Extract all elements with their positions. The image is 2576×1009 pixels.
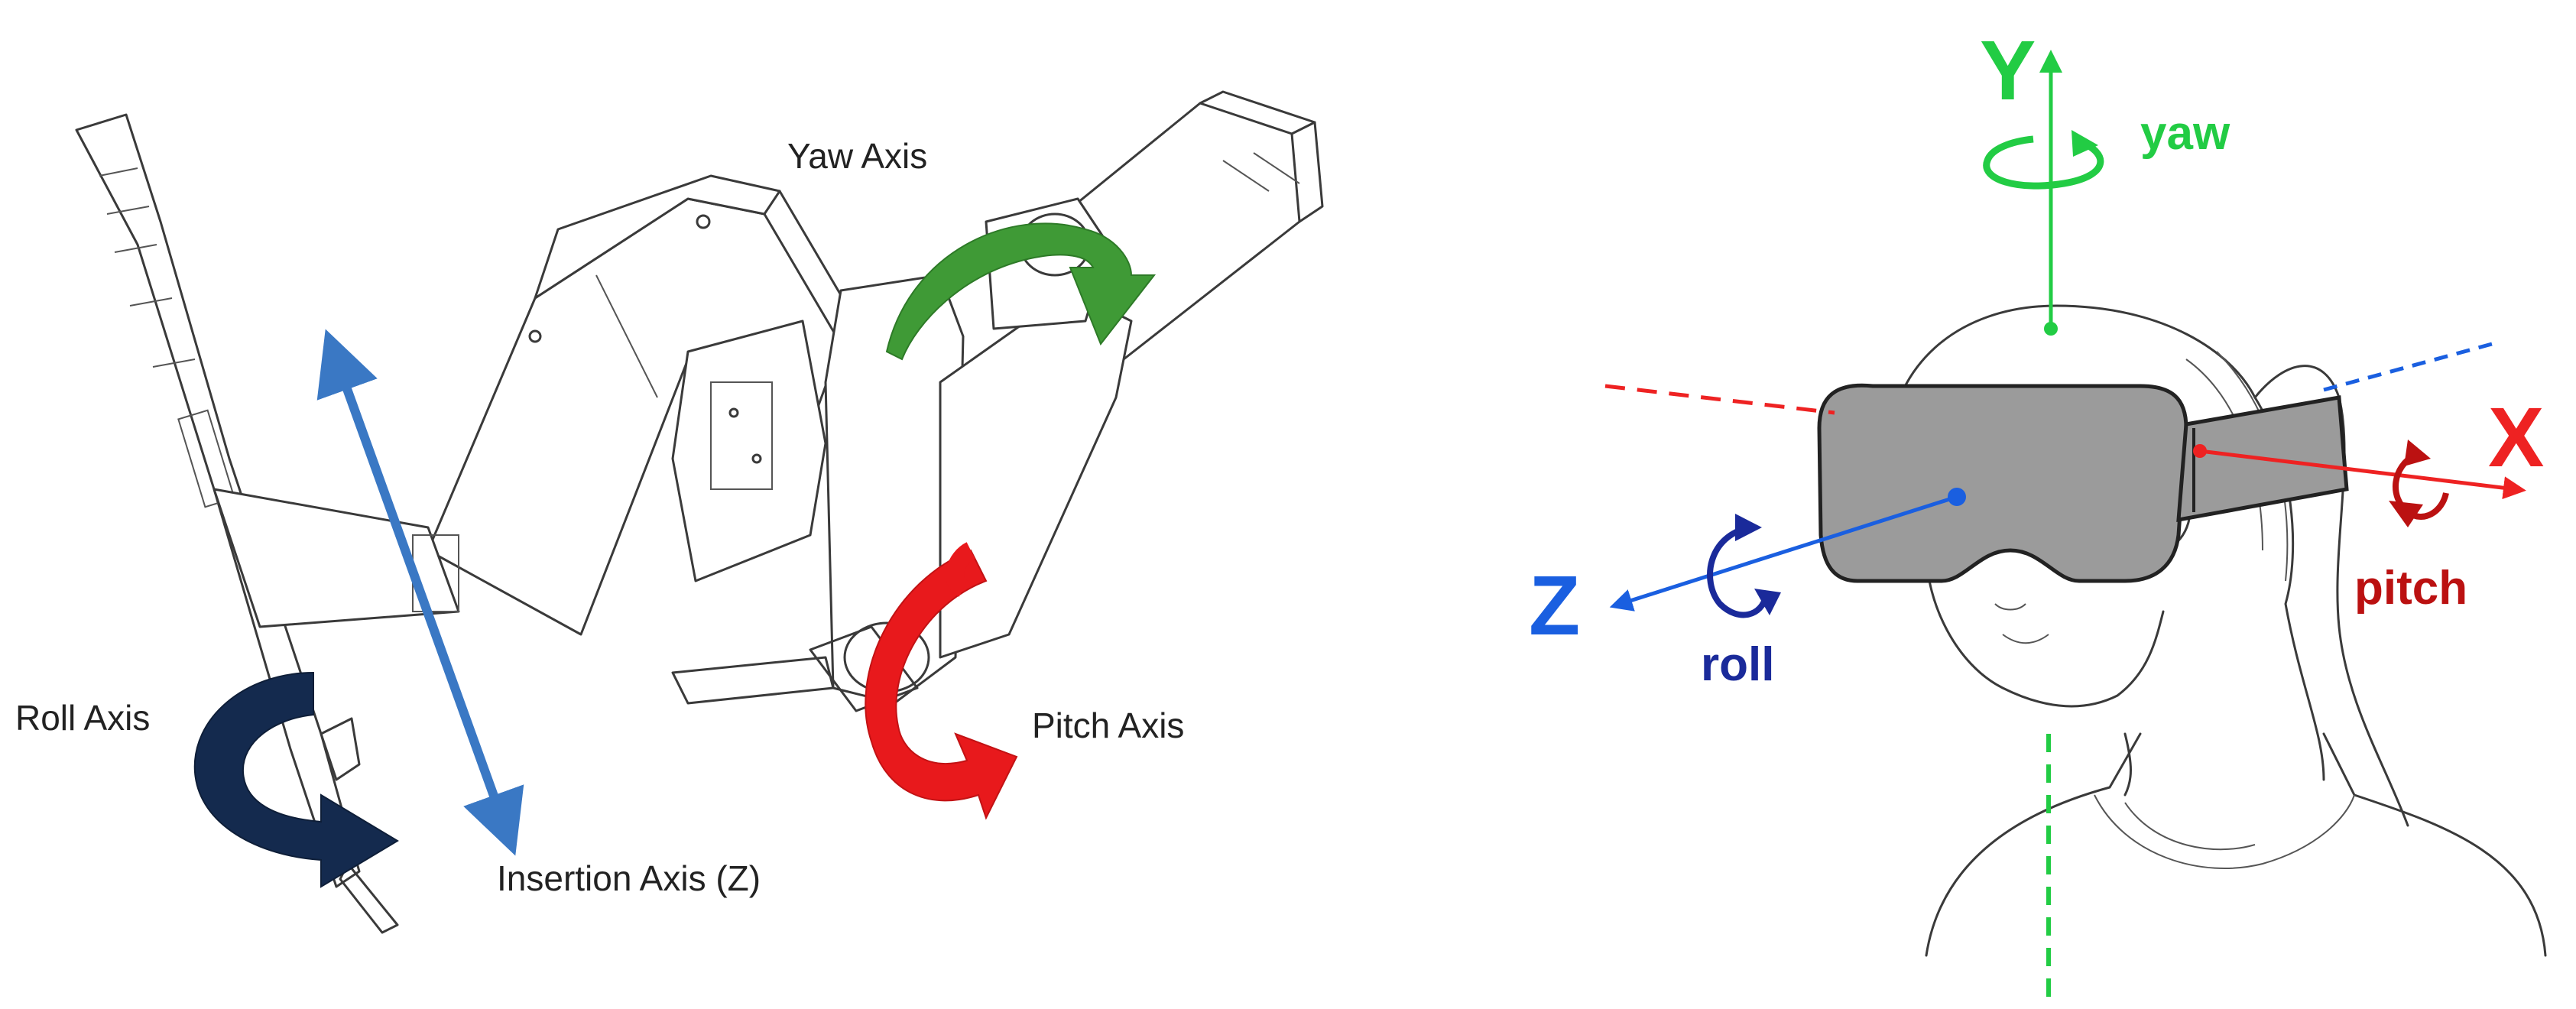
robot-center-link	[671, 274, 965, 705]
yaw-label: yaw	[2140, 107, 2230, 160]
pitch-arrow	[865, 549, 1018, 820]
roll-axis-label: Roll Axis	[15, 698, 150, 738]
insertion-axis-arrow	[316, 329, 524, 856]
x-axis-dashed-line-left	[1604, 384, 1835, 415]
vr-headset-figure: Y X Z yaw pitch roll	[1529, 24, 2547, 1009]
pitch-axis-label: Pitch Axis	[1032, 706, 1184, 745]
roll-label: roll	[1701, 638, 1774, 691]
yaw-axis-label: Yaw Axis	[787, 136, 927, 176]
x-axis-label: X	[2488, 391, 2544, 485]
pitch-rotation-arrow	[2389, 440, 2449, 527]
roll-rotation-arrow	[1707, 514, 1781, 618]
robot-arm-figure: Yaw Axis Roll Axis Pitch Axis Insertion …	[15, 90, 1324, 934]
face-outline	[1925, 549, 2165, 708]
insertion-axis-label: Insertion Axis (Z)	[497, 858, 761, 898]
pitch-label: pitch	[2354, 562, 2467, 615]
z-axis-dashed-line-right	[2323, 342, 2493, 392]
yaw-rotation-arrow	[1983, 130, 2104, 190]
y-axis-label: Y	[1980, 24, 2036, 118]
z-axis-label: Z	[1529, 559, 1580, 653]
torso-outline	[1925, 732, 2547, 957]
x-axis-arrow	[2199, 449, 2526, 500]
z-axis-arrow	[1609, 495, 1958, 612]
roll-arrow	[193, 671, 399, 888]
vr-headset-body	[1817, 383, 2188, 583]
yaw-arrow	[885, 222, 1157, 361]
